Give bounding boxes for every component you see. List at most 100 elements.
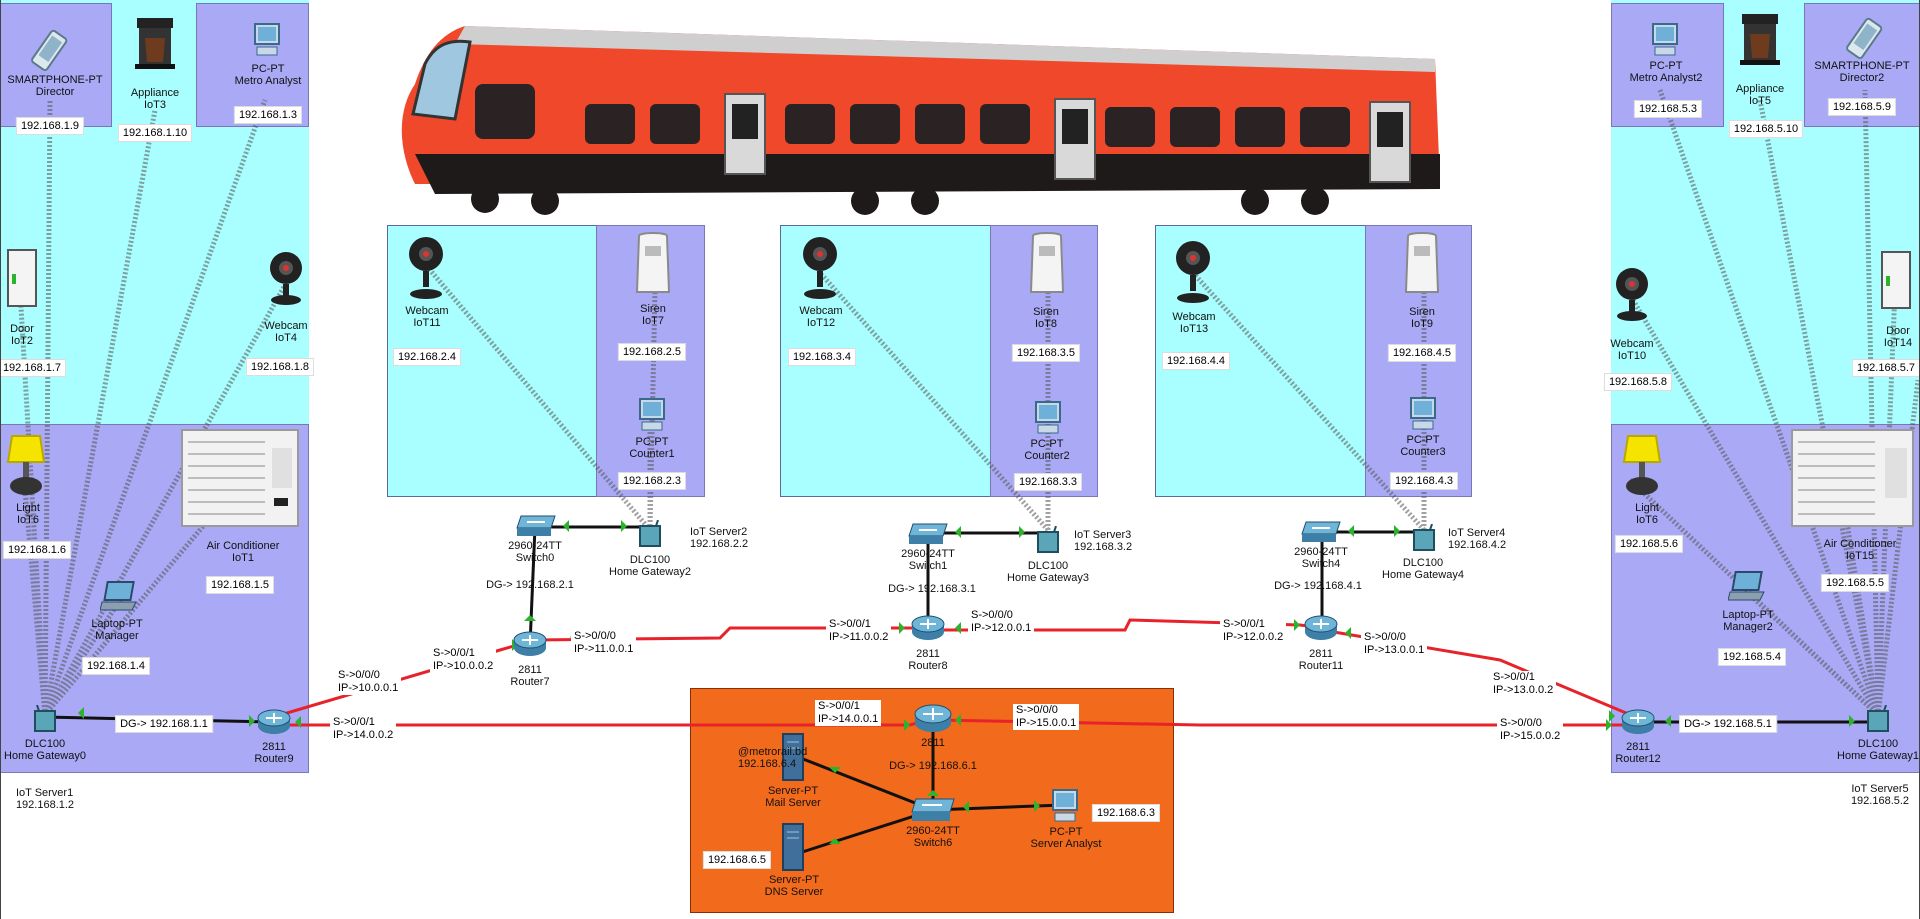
router-icon[interactable] bbox=[910, 614, 946, 642]
ip-address: IP->12.0.0.2 bbox=[1223, 631, 1284, 643]
device-type: 2811 bbox=[1309, 648, 1333, 660]
left-default-gateway: DG-> 192.168.1.1 bbox=[115, 715, 213, 733]
pc-icon[interactable] bbox=[1650, 22, 1680, 58]
siren-icon[interactable] bbox=[1402, 232, 1442, 298]
home-gateway-icon[interactable] bbox=[1036, 526, 1060, 554]
device-type: SMARTPHONE-PT bbox=[7, 74, 103, 86]
interface: S->0/0/0 bbox=[971, 609, 1013, 621]
router-icon[interactable] bbox=[913, 704, 953, 734]
webcam-icon[interactable] bbox=[1614, 266, 1650, 322]
door-icon[interactable] bbox=[1880, 250, 1912, 310]
device-name: Router12 bbox=[1615, 753, 1661, 765]
device-type: 2811 bbox=[262, 741, 286, 753]
home-gateway-icon[interactable] bbox=[1412, 524, 1436, 552]
router-icon[interactable] bbox=[256, 708, 292, 736]
station2-dg-label: DG-> 192.168.3.1 bbox=[888, 583, 976, 595]
right-webcam-ip: 192.168.5.8 bbox=[1603, 373, 1673, 391]
pc-icon[interactable] bbox=[1033, 400, 1063, 436]
device-type: Laptop-PT bbox=[91, 618, 143, 630]
webcam-icon[interactable] bbox=[268, 250, 304, 306]
coffee-maker-icon[interactable] bbox=[133, 16, 177, 70]
pc-icon[interactable] bbox=[637, 397, 667, 433]
device-name: Mail Server bbox=[765, 797, 821, 809]
home-gateway-icon[interactable] bbox=[33, 705, 57, 733]
pc-icon[interactable] bbox=[252, 22, 282, 58]
door-icon[interactable] bbox=[6, 248, 38, 308]
device-type: Server-PT bbox=[768, 874, 820, 886]
switch-icon[interactable] bbox=[907, 522, 949, 546]
default-gateway: DG-> 192.168.4.1 bbox=[1274, 580, 1362, 592]
laptop-icon[interactable] bbox=[1728, 570, 1768, 604]
ip-address: IP->11.0.0.2 bbox=[829, 631, 889, 643]
station2-siren-ip: 192.168.3.5 bbox=[1011, 344, 1081, 362]
interface: S->0/0/0 bbox=[1364, 631, 1406, 643]
pc-icon[interactable] bbox=[1408, 396, 1438, 432]
device-type: Appliance bbox=[1735, 83, 1785, 95]
device-name: Home Gateway1 bbox=[1837, 750, 1919, 762]
device-name: IoT12 bbox=[806, 317, 836, 329]
home-gateway-icon[interactable] bbox=[638, 520, 662, 548]
router-icon[interactable] bbox=[1303, 614, 1339, 642]
server-name: IoT Server3 bbox=[1074, 529, 1132, 541]
device-name: Router11 bbox=[1298, 660, 1344, 672]
webcam-icon[interactable] bbox=[802, 232, 838, 302]
right-light-ip: 192.168.5.6 bbox=[1614, 535, 1684, 553]
device-type: 2960-24TT bbox=[906, 825, 960, 837]
device-type: Siren bbox=[1033, 306, 1059, 318]
switch-icon[interactable] bbox=[1300, 520, 1342, 544]
laptop-icon[interactable] bbox=[100, 580, 140, 614]
switch-icon[interactable] bbox=[515, 514, 557, 538]
home-gateway-icon[interactable] bbox=[1866, 705, 1890, 733]
smartphone-icon[interactable] bbox=[30, 28, 70, 74]
device-name: Manager bbox=[95, 630, 139, 642]
device-type: Webcam bbox=[264, 320, 308, 332]
server-icon[interactable] bbox=[781, 822, 805, 872]
device-type: Webcam bbox=[405, 305, 449, 317]
device-name: IoT9 bbox=[1410, 318, 1433, 330]
air-conditioner-icon[interactable] bbox=[1790, 428, 1915, 528]
device-name: Switch0 bbox=[515, 552, 555, 564]
siren-icon[interactable] bbox=[633, 232, 673, 298]
station3-siren-ip: 192.168.4.5 bbox=[1387, 344, 1457, 362]
webcam-icon[interactable] bbox=[1175, 236, 1211, 306]
coffee-maker-icon[interactable] bbox=[1738, 12, 1782, 66]
lamp-icon[interactable] bbox=[1622, 432, 1662, 498]
webcam-icon[interactable] bbox=[408, 232, 444, 302]
left-webcam-ip: 192.168.1.8 bbox=[245, 358, 315, 376]
ip-address: IP->11.0.0.1 bbox=[574, 643, 634, 655]
router-icon[interactable] bbox=[1620, 708, 1656, 736]
air-conditioner-icon[interactable] bbox=[180, 428, 300, 528]
device-type: 2811 bbox=[916, 648, 940, 660]
server-name: IoT Server1 bbox=[15, 787, 74, 799]
server-icon[interactable] bbox=[781, 732, 805, 782]
pc-icon[interactable] bbox=[1050, 788, 1080, 824]
siren-icon[interactable] bbox=[1027, 232, 1067, 298]
device-type: 2811 bbox=[921, 737, 945, 749]
lamp-icon[interactable] bbox=[6, 432, 46, 498]
device-name: Metro Analyst2 bbox=[1629, 72, 1703, 84]
smartphone-icon[interactable] bbox=[1845, 16, 1885, 62]
device-name: IoT7 bbox=[641, 315, 664, 327]
switch-icon[interactable] bbox=[910, 797, 956, 823]
router-icon[interactable] bbox=[512, 630, 548, 658]
